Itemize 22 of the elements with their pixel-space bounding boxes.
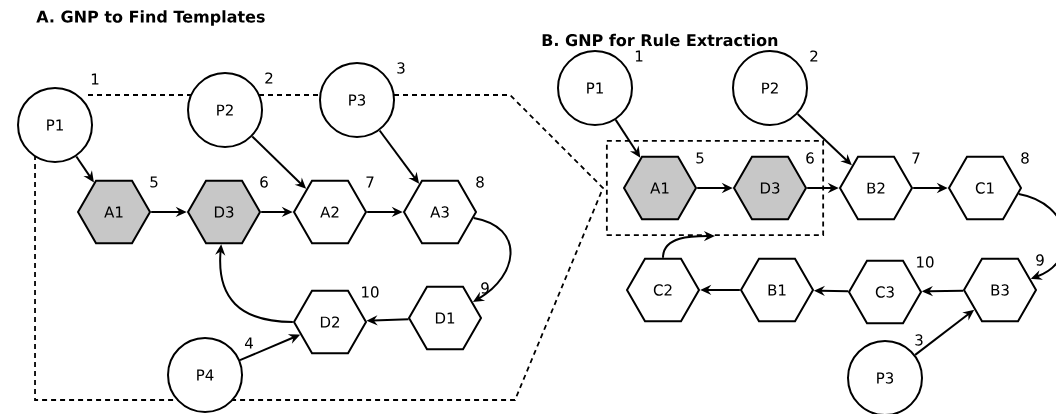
node-number: 5 (150, 176, 158, 188)
panel-title: B. GNP for Rule Extraction (542, 33, 778, 47)
panel-title: A. GNP to Find Templates (36, 10, 265, 26)
node-number: 6 (806, 152, 814, 164)
node-number: 6 (260, 176, 268, 188)
arrow (472, 216, 512, 302)
node-number: 2 (265, 72, 273, 84)
node-number: 5 (696, 152, 704, 164)
node-number: 1 (91, 73, 99, 85)
node-number: 8 (1021, 152, 1029, 164)
node-number: 3 (397, 62, 405, 74)
node-number: 2 (810, 50, 818, 62)
node-label: P4 (197, 369, 214, 381)
arrow (1017, 192, 1056, 280)
node-number: 7 (912, 152, 920, 164)
node-number: 4 (245, 337, 253, 349)
node-number: 7 (366, 176, 374, 188)
node-number: 9 (481, 282, 489, 294)
node-number: 1 (635, 50, 643, 62)
node-number: 8 (476, 176, 484, 188)
node-number: 9 (1036, 254, 1044, 266)
dashed-box (605, 139, 825, 237)
